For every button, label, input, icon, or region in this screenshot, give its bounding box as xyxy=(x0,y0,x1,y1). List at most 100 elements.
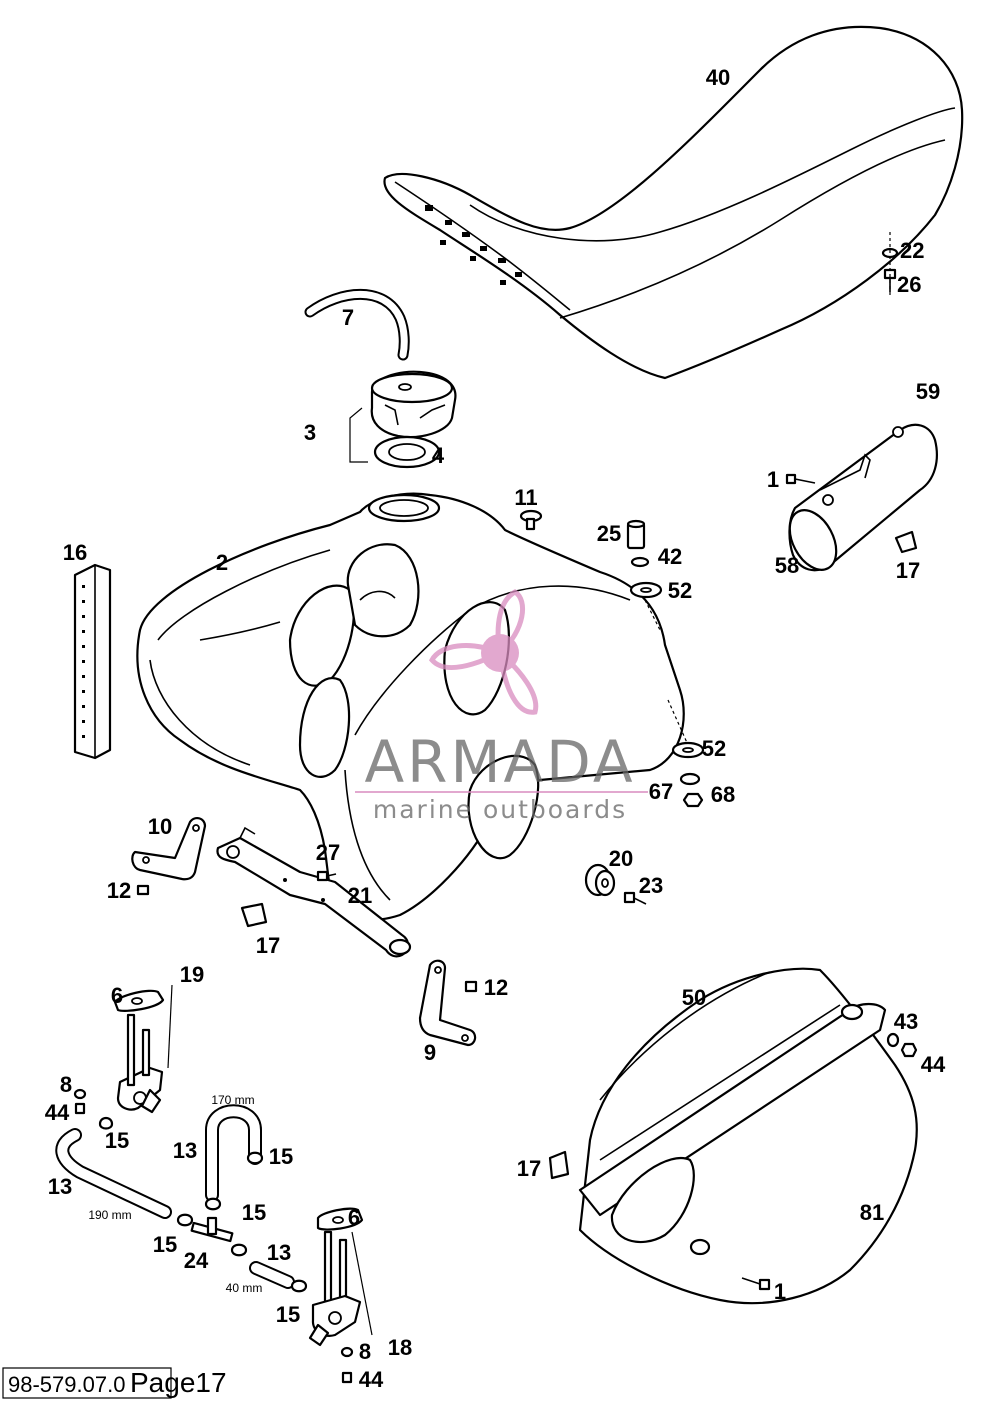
seat-part-40 xyxy=(383,25,964,380)
clamp-part-15-e xyxy=(230,1243,248,1257)
clamp-part-15-d xyxy=(176,1213,194,1227)
screw-part-12-right xyxy=(464,980,478,993)
bracket-part-9 xyxy=(418,959,477,1047)
callout-13-short: 13 xyxy=(267,1240,291,1265)
watermark-tagline: marine outboards xyxy=(373,795,627,824)
callout-15-b: 15 xyxy=(269,1144,293,1169)
callout-21: 21 xyxy=(348,883,372,908)
callout-11: 11 xyxy=(514,485,537,510)
fuel-hose-part-13-long xyxy=(55,1128,172,1219)
callout-40: 40 xyxy=(706,65,730,90)
fuel-hose-part-13-bent xyxy=(205,1104,262,1202)
dimension-labels: 170 mm 190 mm 40 mm xyxy=(88,1093,262,1295)
callout-26: 26 xyxy=(897,272,921,297)
callout-17-toolbox: 17 xyxy=(896,558,920,583)
side-reflector-part-16 xyxy=(73,563,112,760)
callout-6-left: 6 xyxy=(111,983,123,1008)
washer-part-43 xyxy=(886,1032,900,1048)
fuel-tank-part-2 xyxy=(136,492,685,921)
callout-1-toolbox: 1 xyxy=(767,467,779,492)
callout-labels: 40 22 26 7 3 4 59 1 58 17 16 2 11 25 42 … xyxy=(45,65,946,1392)
callout-22: 22 xyxy=(900,238,924,263)
bracket-part-10 xyxy=(131,816,207,881)
page-footer: 98-579.07.0 Page17 xyxy=(2,1367,227,1399)
callout-10: 10 xyxy=(148,814,172,839)
callout-8-left: 8 xyxy=(60,1072,72,1097)
callout-12-left: 12 xyxy=(107,878,131,903)
doc-code-box xyxy=(2,1367,172,1399)
callout-52-lower: 52 xyxy=(702,736,726,761)
callout-19: 19 xyxy=(180,962,204,987)
callout-15-c: 15 xyxy=(242,1200,266,1225)
toolbox-part-58 xyxy=(788,423,938,572)
callout-43: 43 xyxy=(894,1009,918,1034)
screw-part-27 xyxy=(316,870,337,882)
rubber-part-52-upper xyxy=(629,581,663,599)
callout-81: 81 xyxy=(860,1200,884,1225)
callout-18: 18 xyxy=(388,1335,412,1360)
clamp-part-15-a xyxy=(98,1116,114,1130)
side-cover-part-81 xyxy=(578,967,918,1305)
callout-8-bottom: 8 xyxy=(359,1339,371,1364)
t-connector-part-24 xyxy=(190,1216,234,1243)
seal-part-8-bottom xyxy=(340,1346,354,1358)
callout-52-upper: 52 xyxy=(668,578,692,603)
callout-17-right: 17 xyxy=(517,1156,541,1181)
callout-23: 23 xyxy=(639,873,663,898)
dimension-170mm: 170 mm xyxy=(211,1093,254,1107)
callout-7: 7 xyxy=(342,305,354,330)
spacer-part-25 xyxy=(626,519,646,550)
propeller-logo xyxy=(428,589,539,715)
clamp-part-15-b xyxy=(246,1151,264,1165)
callout-1-right: 1 xyxy=(774,1279,786,1304)
watermark-brand: ARMADA xyxy=(364,728,635,796)
nut-part-68 xyxy=(682,792,704,808)
callout-15-e: 15 xyxy=(276,1302,300,1327)
clamp-part-15-c xyxy=(204,1197,222,1211)
nut-part-44-right xyxy=(900,1042,918,1058)
dimension-40mm: 40 mm xyxy=(226,1281,263,1295)
page-label: Page17 xyxy=(130,1367,227,1398)
tank-support-part-21 xyxy=(216,826,412,958)
callout-24: 24 xyxy=(184,1248,209,1273)
callout-15-a: 15 xyxy=(105,1128,129,1153)
callout-16: 16 xyxy=(63,540,87,565)
rubber-part-52-lower xyxy=(671,741,705,759)
callout-13-bent: 13 xyxy=(173,1138,197,1163)
callout-20: 20 xyxy=(609,846,633,871)
screw-part-12-left xyxy=(136,884,150,896)
callout-27: 27 xyxy=(316,840,340,865)
callout-13-long: 13 xyxy=(48,1174,72,1199)
callout-44-left: 44 xyxy=(45,1100,70,1125)
callout-44-right: 44 xyxy=(921,1052,946,1077)
callout-68: 68 xyxy=(711,782,735,807)
callout-2: 2 xyxy=(216,550,228,575)
fuel-cap-part-3 xyxy=(370,370,457,439)
screw-part-23 xyxy=(623,891,647,905)
number-plate-part-50 xyxy=(599,971,771,1101)
callout-25: 25 xyxy=(597,521,621,546)
doc-code: 98-579.07.0 xyxy=(8,1372,125,1397)
callout-58: 58 xyxy=(775,553,799,578)
clamp-part-15-f xyxy=(290,1279,308,1293)
callout-6-right: 6 xyxy=(348,1205,360,1230)
grommet-part-20 xyxy=(584,863,616,897)
callout-12-right: 12 xyxy=(484,975,508,1000)
callout-50: 50 xyxy=(682,985,706,1010)
vent-hose-part-7 xyxy=(304,289,410,361)
fuel-hose-part-13-short xyxy=(249,1261,295,1289)
dimension-190mm: 190 mm xyxy=(88,1208,131,1222)
seal-part-8-left xyxy=(73,1088,87,1100)
brand-watermark: ARMADA marine outboards xyxy=(355,589,648,824)
fuel-tap-part-19 xyxy=(113,989,165,1114)
cap-gasket-part-4 xyxy=(373,435,441,469)
screw-part-44-left xyxy=(74,1102,86,1115)
toolbox-clip-part-17 xyxy=(894,530,918,554)
plug-part-11 xyxy=(519,509,543,531)
washer-part-67 xyxy=(679,772,701,786)
callout-15-d: 15 xyxy=(153,1232,177,1257)
washer-part-42 xyxy=(630,556,650,568)
callout-59: 59 xyxy=(916,379,940,404)
fuel-tap-part-18 xyxy=(308,1207,364,1347)
